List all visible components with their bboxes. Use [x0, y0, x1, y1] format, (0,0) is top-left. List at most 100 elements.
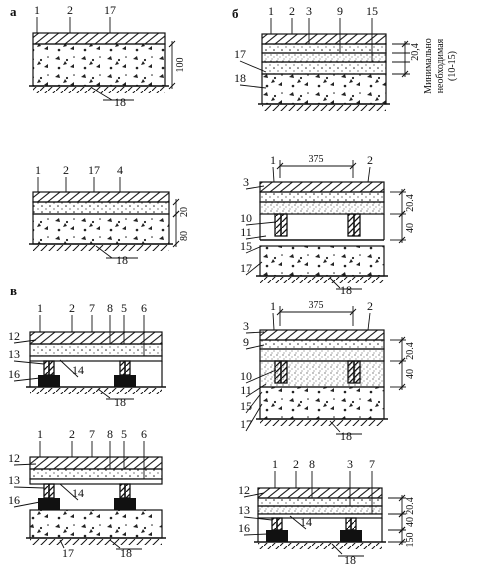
- callout-label: 15: [240, 239, 252, 253]
- callout-label: 17: [234, 47, 246, 61]
- leader-line: [59, 359, 79, 378]
- section-label-v: в: [10, 283, 17, 298]
- ground-hatch: [30, 388, 162, 394]
- finish-floor-layer: [32, 32, 166, 45]
- leader-line: [97, 388, 111, 399]
- concrete-base-layer: [32, 43, 166, 87]
- callout-label: 8: [107, 427, 113, 441]
- callout-label: 8: [107, 301, 113, 315]
- bearing-pad-hatch: [116, 500, 134, 508]
- callout-label: 12: [8, 329, 20, 343]
- leader-line: [398, 494, 406, 502]
- callout-label: 2: [367, 299, 373, 313]
- leader-line: [245, 331, 265, 334]
- leader-line: [245, 391, 263, 414]
- leader-line: [329, 420, 341, 433]
- screed-layer: [29, 343, 163, 357]
- leader-line: [172, 210, 180, 218]
- leader-line: [13, 463, 37, 466]
- callout-label: 16: [8, 493, 20, 507]
- concrete-base-layer: [259, 245, 385, 277]
- callout-label: 3: [243, 175, 249, 189]
- leader-line: [331, 543, 343, 555]
- callout-label: 5: [121, 427, 127, 441]
- leader-line: [245, 235, 267, 240]
- leader-line: [398, 526, 406, 534]
- leader-line: [59, 539, 65, 549]
- board-layer: [29, 478, 163, 485]
- leader-line: [239, 84, 267, 89]
- callout-label: 12: [238, 483, 250, 497]
- dimension-label: 40: [405, 369, 416, 379]
- callout-label: 17: [62, 546, 74, 560]
- leader-line: [243, 516, 273, 521]
- screed-layer: [29, 468, 163, 480]
- span-dimension-label: 375: [309, 154, 324, 165]
- span-dimension-label: 375: [309, 300, 324, 311]
- dimension-label: 40: [405, 223, 416, 233]
- callout-label: 18: [114, 395, 126, 409]
- screed-layer: [32, 201, 170, 215]
- leader-line: [239, 60, 267, 73]
- leader-line: [172, 240, 180, 248]
- leader-line: [329, 277, 341, 289]
- leader-line: [13, 486, 45, 489]
- leader-line: [245, 403, 263, 432]
- callout-label: 6: [141, 301, 147, 315]
- note-line: необходимая: [435, 38, 446, 93]
- callout-label: 5: [121, 301, 127, 315]
- dimension-label: 100: [175, 58, 186, 73]
- callout-label: 2: [69, 301, 75, 315]
- callout-label: 18: [340, 429, 352, 443]
- callout-label: 17: [104, 3, 116, 17]
- sand-layer: [259, 201, 385, 215]
- callout-label: 6: [141, 427, 147, 441]
- callout-label: 18: [344, 553, 356, 567]
- dimension-label: 80: [179, 231, 190, 241]
- leader-line: [398, 357, 406, 365]
- concrete-base-layer: [32, 213, 170, 245]
- leader-line: [245, 185, 265, 190]
- screed-layer: [257, 497, 383, 507]
- sand-layer: [259, 348, 385, 362]
- leader-line: [59, 483, 79, 501]
- callout-label: 7: [89, 427, 95, 441]
- leader-line: [243, 533, 269, 536]
- callout-label: 8: [309, 457, 315, 471]
- note-line: Минимально: [423, 38, 434, 94]
- callout-label: 17: [88, 163, 100, 177]
- callout-label: 3: [306, 4, 312, 18]
- leader-line: [349, 162, 357, 170]
- callout-label: 15: [366, 4, 378, 18]
- callout-label: 2: [289, 4, 295, 18]
- finish-floor-layer: [257, 487, 383, 499]
- callout-label: 4: [117, 163, 123, 177]
- callout-label: 15: [240, 399, 252, 413]
- dimension-label: 20: [179, 207, 190, 217]
- dimension-label: 20.4: [405, 194, 416, 212]
- leader-line: [168, 40, 176, 48]
- callout-label: 17: [240, 417, 252, 431]
- sand-layer: [257, 505, 383, 515]
- ground-hatch: [260, 277, 384, 283]
- callout-label: 13: [8, 347, 20, 361]
- dimension-label: 40: [405, 517, 416, 527]
- bearing-pad-hatch: [40, 500, 58, 508]
- screed-layer: [259, 339, 385, 350]
- leader-line: [289, 515, 307, 530]
- leader-line: [349, 308, 357, 316]
- callout-label: 1: [268, 4, 274, 18]
- callout-label: 3: [347, 457, 353, 471]
- callout-label: 16: [8, 367, 20, 381]
- ground-hatch: [260, 420, 384, 426]
- leader-line: [401, 40, 409, 48]
- callout-label: 14: [72, 486, 84, 500]
- concrete-base-layer: [259, 386, 385, 420]
- bearing-pad-hatch: [116, 377, 134, 385]
